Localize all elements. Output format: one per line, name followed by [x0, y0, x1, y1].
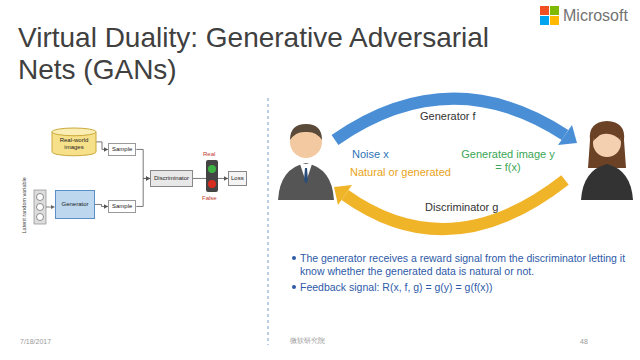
- logo-square: [540, 16, 549, 25]
- generator-arc: [335, 99, 577, 145]
- connector: [136, 176, 150, 206]
- arrow-head: [558, 125, 577, 145]
- generator-box: Generator: [55, 190, 95, 219]
- blue-arc: [335, 99, 565, 140]
- light-housing: [206, 160, 218, 192]
- arc-label: Noise x: [352, 148, 389, 161]
- arc-label: Generated image y = f(x): [460, 148, 556, 174]
- latent-vector: [34, 190, 55, 224]
- green-light: [208, 165, 216, 173]
- arrow-head: [334, 185, 352, 205]
- node-label: Sample: [112, 203, 132, 210]
- real-fake-lights: [206, 160, 218, 192]
- logo-square: [540, 6, 549, 15]
- latent-unit: [37, 214, 44, 221]
- hair: [290, 124, 322, 140]
- latent-unit: [37, 194, 44, 201]
- data-cylinder: Real-world images: [52, 128, 96, 156]
- loss-box: Loss: [228, 171, 247, 186]
- connector-line: [96, 142, 108, 150]
- red-light: [208, 180, 216, 188]
- bullet-dot: [292, 285, 296, 289]
- state-label: Real: [203, 151, 215, 158]
- arc-label: Discriminator g: [425, 201, 498, 214]
- body: [278, 163, 334, 200]
- hair-back: [588, 121, 626, 168]
- yellow-arc: [345, 180, 565, 229]
- sample-box: Sample: [108, 200, 136, 213]
- footer-source: 微软研究院: [290, 337, 325, 345]
- bullet-dot: [292, 256, 296, 260]
- node-label: Real-world images: [54, 137, 94, 151]
- connector: [96, 142, 108, 152]
- node-label: Sample: [112, 146, 132, 153]
- connector: [95, 204, 108, 208]
- arc-label: Generator f: [420, 110, 476, 123]
- page-number: 48: [580, 338, 588, 346]
- body: [581, 164, 633, 200]
- hair-front: [593, 126, 621, 141]
- bullet-text: Feedback signal: R(x, f, g) = g(y) = g(f…: [300, 281, 630, 294]
- divider-line: [268, 98, 269, 345]
- female-person-icon: [581, 121, 633, 200]
- node-label: Generator: [58, 201, 92, 208]
- state-label: False: [202, 195, 217, 202]
- latent-box: [34, 190, 46, 224]
- logo-square: [550, 16, 559, 25]
- discriminator-box: Discriminator: [150, 170, 193, 187]
- discriminator-arc: [334, 180, 565, 229]
- slide-title: Virtual Duality: Generative Adversarial …: [18, 22, 538, 86]
- node-label: Discriminator: [154, 175, 189, 182]
- node-label: Loss: [231, 175, 244, 182]
- connector-line: [136, 149, 150, 178]
- cylinder-top: [52, 128, 96, 136]
- connector: [136, 149, 150, 180]
- axis-label: Latent random variable: [21, 170, 28, 240]
- connector-line: [136, 178, 150, 206]
- latent-unit: [37, 204, 44, 211]
- tie: [304, 168, 308, 184]
- sample-box: Sample: [108, 143, 136, 156]
- microsoft-logo: [540, 6, 559, 25]
- logo-square: [550, 6, 559, 15]
- footer-date: 7/18/2017: [20, 338, 51, 346]
- bullet-text: The generator receives a reward signal f…: [300, 252, 630, 277]
- male-person-icon: [278, 124, 334, 200]
- arc-label: Natural or generated: [350, 166, 451, 179]
- brand-name: Microsoft: [563, 6, 628, 25]
